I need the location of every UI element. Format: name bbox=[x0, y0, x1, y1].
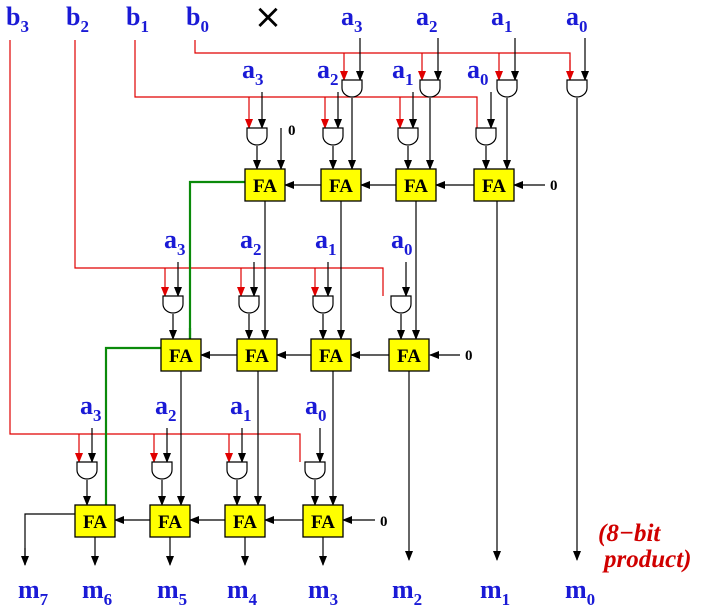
a-input-label-top-2: a2 bbox=[416, 2, 438, 36]
b-input-label-2: b2 bbox=[66, 2, 89, 36]
carry-out-stage2 bbox=[104, 346, 161, 505]
full-adder-s1-2 bbox=[395, 168, 437, 202]
full-adder-s3-0-label: FA bbox=[83, 512, 107, 533]
a3-label-stage2: a3 bbox=[164, 225, 186, 259]
and-gate-b3-1 bbox=[151, 461, 173, 480]
carry-out-stage1 bbox=[188, 180, 245, 339]
a1-label-stage2: a1 bbox=[315, 225, 337, 259]
m7-wire bbox=[24, 513, 75, 565]
full-adder-s3-2-label: FA bbox=[233, 512, 257, 533]
and-gate-b1-1 bbox=[322, 127, 344, 146]
a0-label-stage1: a0 bbox=[467, 55, 489, 89]
and-gate-b2-1 bbox=[238, 295, 260, 314]
full-adder-s3-0 bbox=[74, 504, 116, 538]
full-adders-layer: FA FA FA FA FA FA FA FA FA FA FA FA bbox=[74, 168, 515, 538]
output-label-m1: m1 bbox=[480, 575, 510, 609]
zero-carry-stage2: 0 bbox=[465, 348, 473, 364]
full-adder-s1-1 bbox=[320, 168, 362, 202]
product-note-line2: product) bbox=[602, 546, 692, 573]
full-adder-s2-3 bbox=[388, 338, 430, 372]
full-adder-s2-2 bbox=[310, 338, 352, 372]
b3-bus bbox=[9, 40, 301, 462]
full-adder-s2-1 bbox=[236, 338, 278, 372]
full-adder-s1-3-label: FA bbox=[482, 176, 506, 197]
and-gate-b0-a2 bbox=[419, 79, 441, 98]
full-adder-s2-2-label: FA bbox=[319, 346, 343, 367]
multiply-symbol: × bbox=[254, 0, 283, 37]
a1-label-stage1: a1 bbox=[392, 55, 414, 89]
full-adder-s1-0-label: FA bbox=[253, 176, 277, 197]
and-gate-b0-a0 bbox=[566, 79, 588, 98]
and-gate-b2-0 bbox=[162, 295, 184, 314]
full-adder-s1-2-label: FA bbox=[404, 176, 428, 197]
zero-carry-stage1: 0 bbox=[550, 178, 558, 194]
a-input-label-top-1: a1 bbox=[491, 2, 513, 36]
and-gate-b1-2 bbox=[397, 127, 419, 146]
zero-in-stage1-top: 0 bbox=[288, 123, 296, 139]
a2-label-stage1: a2 bbox=[317, 55, 339, 89]
output-label-m0: m0 bbox=[565, 575, 595, 609]
a0-label-stage3: a0 bbox=[305, 391, 327, 425]
a-input-label-top-3: a3 bbox=[341, 2, 363, 36]
and-gate-b3-2 bbox=[226, 461, 248, 480]
product-note-line1: (8−bit bbox=[598, 520, 661, 547]
b-input-label-1: b1 bbox=[126, 2, 149, 36]
full-adder-s2-1-label: FA bbox=[245, 346, 269, 367]
full-adder-s2-3-label: FA bbox=[397, 346, 421, 367]
full-adder-s1-0 bbox=[244, 168, 286, 202]
zero-carry-stage3: 0 bbox=[380, 514, 388, 530]
b-input-label-3: b3 bbox=[6, 2, 29, 36]
full-adder-s3-2 bbox=[224, 504, 266, 538]
a3-label-stage1: a3 bbox=[242, 55, 264, 89]
and-gate-b1-0 bbox=[246, 127, 268, 146]
a3-label-stage3: a3 bbox=[80, 391, 102, 425]
output-label-m5: m5 bbox=[157, 575, 187, 609]
a-input-label-top-0: a0 bbox=[566, 2, 588, 36]
and-gate-b1-3 bbox=[475, 127, 497, 146]
a2-label-stage3: a2 bbox=[155, 391, 177, 425]
a0-label-stage2: a0 bbox=[391, 225, 413, 259]
b-input-label-0: b0 bbox=[186, 2, 209, 36]
and-gate-b2-2 bbox=[312, 295, 334, 314]
and-gate-b0-a3 bbox=[341, 79, 363, 98]
and-gate-b0-a1 bbox=[496, 79, 518, 98]
b1-bus bbox=[134, 40, 478, 128]
full-adder-s1-3 bbox=[473, 168, 515, 202]
and-gate-b3-0 bbox=[76, 461, 98, 480]
full-adder-s2-0-label: FA bbox=[169, 346, 193, 367]
output-label-m3: m3 bbox=[308, 575, 338, 609]
output-label-m6: m6 bbox=[82, 575, 112, 609]
full-adder-s2-0 bbox=[160, 338, 202, 372]
and-gates-layer bbox=[76, 79, 588, 480]
and-gate-b3-3 bbox=[304, 461, 326, 480]
full-adder-s3-1 bbox=[149, 504, 191, 538]
b2-bus bbox=[74, 40, 384, 296]
full-adder-s3-1-label: FA bbox=[158, 512, 182, 533]
output-label-m4: m4 bbox=[227, 575, 258, 609]
a1-label-stage3: a1 bbox=[230, 391, 252, 425]
full-adder-s3-3-label: FA bbox=[311, 512, 335, 533]
output-label-m7: m7 bbox=[18, 575, 49, 609]
full-adder-s1-1-label: FA bbox=[329, 176, 353, 197]
output-label-m2: m2 bbox=[392, 575, 422, 609]
full-adder-s3-3 bbox=[302, 504, 344, 538]
wires-layer bbox=[9, 38, 589, 566]
and-gate-b2-3 bbox=[390, 295, 412, 314]
a2-label-stage2: a2 bbox=[240, 225, 262, 259]
